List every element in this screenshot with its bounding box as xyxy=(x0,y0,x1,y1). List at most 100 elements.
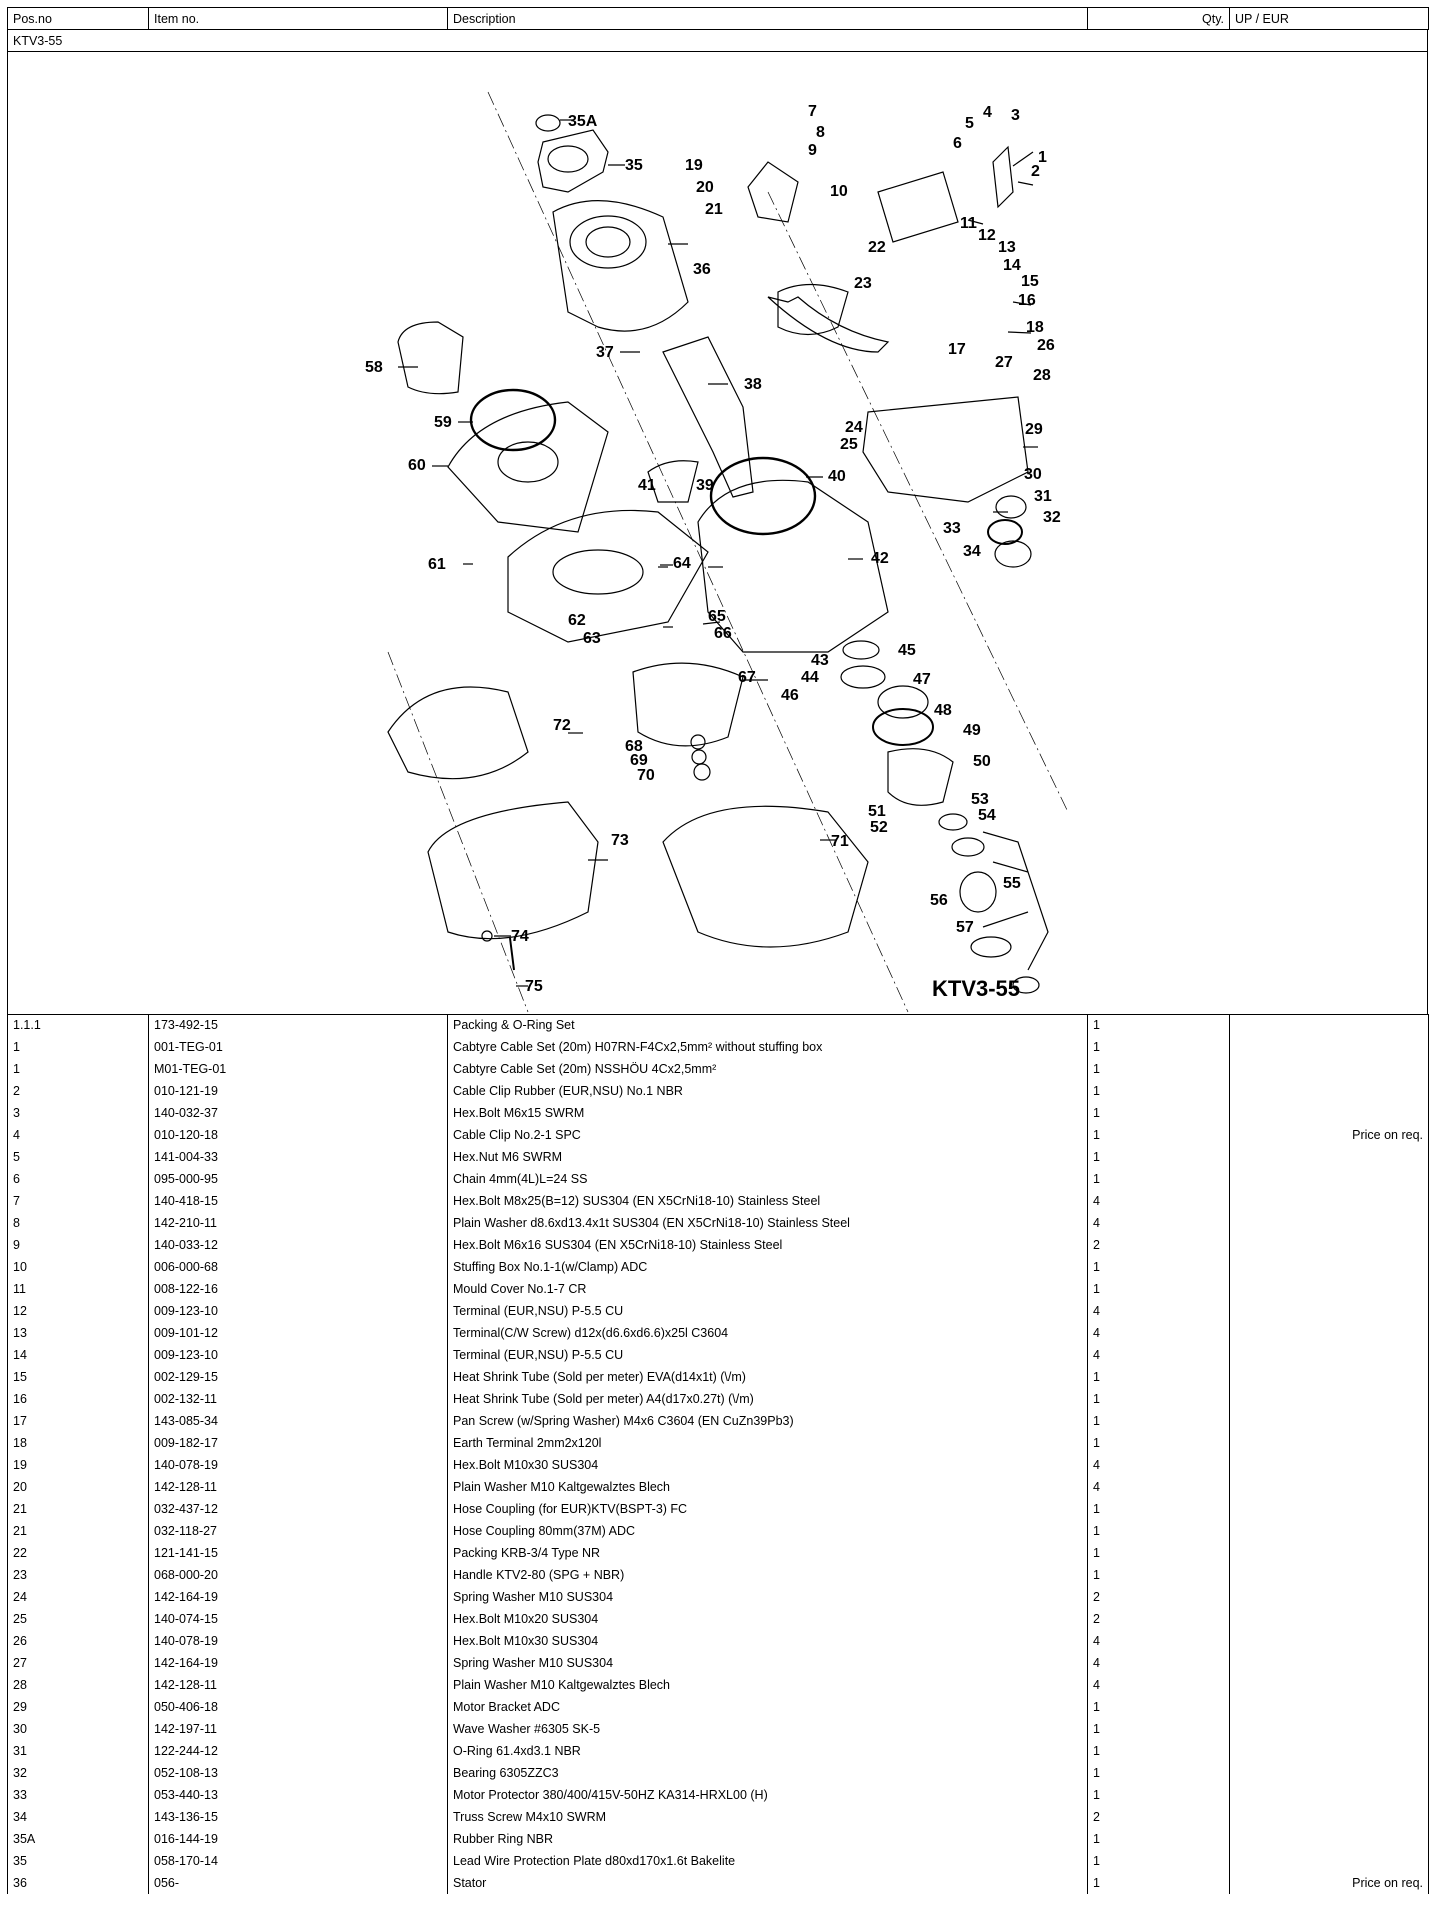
cell-pos: 26 xyxy=(7,1630,149,1652)
svg-text:18: 18 xyxy=(1026,319,1044,336)
part-36-stator-shape xyxy=(552,200,689,332)
cell-pos: 29 xyxy=(7,1696,149,1718)
svg-text:57: 57 xyxy=(956,919,974,936)
cell-qty: 1 xyxy=(1087,1498,1230,1520)
cell-desc: Bearing 6305ZZC3 xyxy=(447,1762,1088,1784)
part-21-coupling-shape xyxy=(747,161,799,223)
svg-text:45: 45 xyxy=(898,642,916,659)
cell-desc: Hose Coupling (for EUR)KTV(BSPT-3) FC xyxy=(447,1498,1088,1520)
diagram-title: KTV3-55 xyxy=(932,976,1020,1001)
part-40-oring-shape xyxy=(709,456,817,536)
svg-text:29: 29 xyxy=(1025,421,1043,438)
part-49-shape xyxy=(872,708,934,746)
svg-text:38: 38 xyxy=(744,376,762,393)
cell-price xyxy=(1229,1674,1429,1696)
part-29-bracket-shape xyxy=(862,396,1029,503)
header-qty: Qty. xyxy=(1087,7,1230,30)
cell-item: 006-000-68 xyxy=(148,1256,448,1278)
part-10-stuffing-box-shape xyxy=(877,171,959,243)
cell-desc: Cabtyre Cable Set (20m) H07RN-F4Cx2,5mm²… xyxy=(447,1036,1088,1058)
cell-desc: Mould Cover No.1-7 CR xyxy=(447,1278,1088,1300)
cell-pos: 31 xyxy=(7,1740,149,1762)
cell-pos: 1 xyxy=(7,1036,149,1058)
svg-text:33: 33 xyxy=(943,520,961,537)
cell-price xyxy=(1229,1652,1429,1674)
cell-desc: Hex.Bolt M10x30 SUS304 xyxy=(447,1630,1088,1652)
cell-desc: Stator xyxy=(447,1872,1088,1894)
cell-item: 009-182-17 xyxy=(148,1432,448,1454)
cell-qty: 4 xyxy=(1087,1454,1230,1476)
svg-text:37: 37 xyxy=(596,344,614,361)
cell-price xyxy=(1229,1850,1429,1872)
cell-desc: Spring Washer M10 SUS304 xyxy=(447,1652,1088,1674)
svg-text:10: 10 xyxy=(830,183,848,200)
cell-item: 056- xyxy=(148,1872,448,1894)
cell-qty: 1 xyxy=(1087,1696,1230,1718)
cell-price xyxy=(1229,1300,1429,1322)
cell-price xyxy=(1229,1762,1429,1784)
cell-price xyxy=(1229,1146,1429,1168)
cell-price xyxy=(1229,1080,1429,1102)
svg-text:17: 17 xyxy=(948,341,966,358)
cell-pos: 21 xyxy=(7,1498,149,1520)
svg-text:61: 61 xyxy=(428,556,446,573)
svg-text:50: 50 xyxy=(973,753,991,770)
svg-text:47: 47 xyxy=(913,671,931,688)
cell-qty: 1 xyxy=(1087,1718,1230,1740)
cell-item: 140-032-37 xyxy=(148,1102,448,1124)
cell-item: 142-128-11 xyxy=(148,1674,448,1696)
cell-desc: Packing KRB-3/4 Type NR xyxy=(447,1542,1088,1564)
svg-text:34: 34 xyxy=(963,543,981,560)
svg-text:36: 36 xyxy=(693,261,711,278)
cell-desc: Cable Clip Rubber (EUR,NSU) No.1 NBR xyxy=(447,1080,1088,1102)
cell-qty: 1 xyxy=(1087,1542,1230,1564)
part-60-shape xyxy=(447,401,609,533)
cell-price xyxy=(1229,1784,1429,1806)
cell-pos: 16 xyxy=(7,1388,149,1410)
svg-text:54: 54 xyxy=(978,807,996,824)
cell-item: 140-418-15 xyxy=(148,1190,448,1212)
cell-qty: 1 xyxy=(1087,1828,1230,1850)
part-45-shape xyxy=(842,640,880,660)
cell-desc: Packing & O-Ring Set xyxy=(447,1014,1088,1036)
svg-text:49: 49 xyxy=(963,722,981,739)
cell-pos: 8 xyxy=(7,1212,149,1234)
cell-item: 143-136-15 xyxy=(148,1806,448,1828)
cell-price xyxy=(1229,1498,1429,1520)
part-22-packing-shape xyxy=(777,283,849,336)
cell-price xyxy=(1229,1058,1429,1080)
svg-text:35: 35 xyxy=(625,157,643,174)
cell-item: 140-078-19 xyxy=(148,1454,448,1476)
cell-item: 140-078-19 xyxy=(148,1630,448,1652)
svg-text:68: 68 xyxy=(625,738,643,755)
cell-price xyxy=(1229,1564,1429,1586)
svg-text:5: 5 xyxy=(965,115,974,132)
cell-qty: 1 xyxy=(1087,1168,1230,1190)
part-50-shape xyxy=(887,748,954,806)
svg-text:64: 64 xyxy=(673,555,691,572)
cell-item: 140-074-15 xyxy=(148,1608,448,1630)
cell-price xyxy=(1229,1476,1429,1498)
cell-pos: 6 xyxy=(7,1168,149,1190)
part-55-spring-shape xyxy=(959,871,997,913)
cell-desc: Heat Shrink Tube (Sold per meter) A4(d17… xyxy=(447,1388,1088,1410)
cell-pos: 2 xyxy=(7,1080,149,1102)
cell-item: M01-TEG-01 xyxy=(148,1058,448,1080)
cell-qty: 1 xyxy=(1087,1784,1230,1806)
svg-text:72: 72 xyxy=(553,717,571,734)
